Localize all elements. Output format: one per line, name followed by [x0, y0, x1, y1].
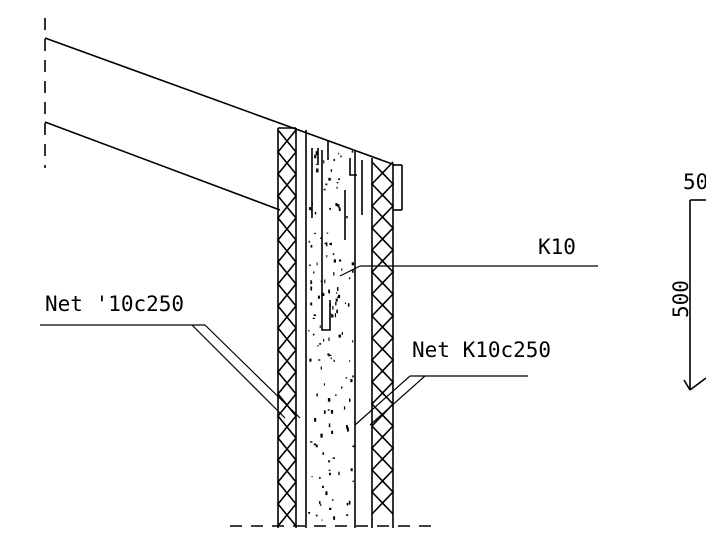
right-insulation-zigzag [370, 161, 395, 515]
left-net-label: Net '10c250 [45, 292, 184, 316]
slab-top-line [44, 37, 396, 166]
right-net-leader [354, 375, 528, 426]
dimension-fragment [683, 199, 706, 391]
right-net-label: Net K10c250 [412, 338, 551, 362]
dimension-top-label: 50 [683, 170, 706, 194]
rebar-hooks [311, 140, 363, 331]
concrete-texture [308, 150, 355, 521]
left-insulation-zigzag [276, 129, 298, 527]
k10-label: K10 [538, 235, 576, 259]
left-net-leader [40, 324, 301, 419]
dimension-vertical-label: 500 [669, 280, 693, 318]
slab-bottom-line [44, 121, 281, 211]
k10-leader [339, 265, 598, 277]
